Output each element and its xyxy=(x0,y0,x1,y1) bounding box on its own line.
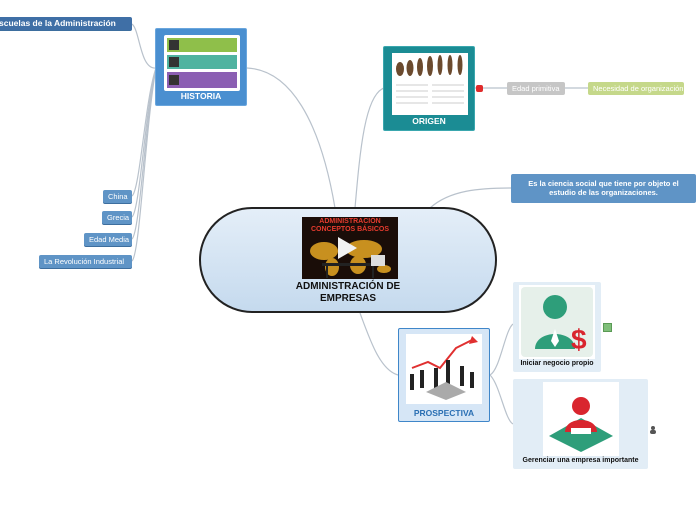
origen-label: ORIGEN xyxy=(412,116,446,126)
historia-thumb-row-2 xyxy=(167,55,237,69)
youtube-icon[interactable] xyxy=(476,85,483,92)
person-icon[interactable] xyxy=(650,421,656,434)
definition-line-1: Es la ciencia social que tiene por objet… xyxy=(528,179,679,188)
central-topic[interactable]: ADMINISTRACIÓN CONCEPTOS BÁSICOS ADMINIS… xyxy=(199,207,497,313)
connector-prospectiva xyxy=(359,312,399,376)
central-title: ADMINISTRACIÓN DE EMPRESAS xyxy=(295,281,401,304)
video-title: ADMINISTRACIÓN CONCEPTOS BÁSICOS xyxy=(310,218,390,233)
origen-thumbnail xyxy=(392,53,468,115)
prospectiva-node[interactable]: PROSPECTIVA xyxy=(398,328,490,422)
prospectiva-item-gerenciar[interactable]: Gerenciar una empresa importante xyxy=(513,379,648,469)
prospectiva-item-iniciar[interactable]: $ Iniciar negocio propio xyxy=(513,282,601,372)
historia-node[interactable]: HISTORIA xyxy=(155,28,247,106)
evolution-icon xyxy=(396,55,464,104)
prospectiva-label: PROSPECTIVA xyxy=(413,408,475,418)
historia-label: HISTORIA xyxy=(180,91,222,101)
svg-text:$: $ xyxy=(571,324,587,355)
origen-node[interactable]: ORIGEN xyxy=(383,46,475,131)
connector-china xyxy=(131,67,157,197)
video-thumbnail[interactable]: ADMINISTRACIÓN CONCEPTOS BÁSICOS xyxy=(302,217,398,279)
origen-item-edad-primitiva[interactable]: Edad primitiva xyxy=(507,82,565,95)
iniciar-thumbnail: $ xyxy=(519,285,595,359)
businessman-dollar-icon: $ xyxy=(521,287,593,357)
historia-item-revolucion-industrial[interactable]: La Revolución Industrial xyxy=(39,255,132,268)
manager-desk-icon xyxy=(549,397,613,452)
connector-escuelas xyxy=(131,23,157,69)
prospectiva-thumbnail xyxy=(406,334,482,404)
origen-item-necesidad[interactable]: Necesidad de organización xyxy=(588,82,684,95)
historia-thumbnail xyxy=(164,35,240,91)
historia-item-edad-media[interactable]: Edad Media xyxy=(84,233,132,246)
escuelas-label: scuelas de la Administración xyxy=(0,18,116,28)
historia-thumb-row-3 xyxy=(167,72,237,88)
connector-origen xyxy=(354,87,385,209)
play-icon[interactable] xyxy=(338,237,357,259)
historia-thumb-row-1 xyxy=(167,38,237,52)
business-growth-icon xyxy=(410,336,478,400)
historia-item-china[interactable]: China xyxy=(103,190,132,203)
iniciar-label: Iniciar negocio propio xyxy=(520,360,594,367)
historia-item-grecia[interactable]: Grecia xyxy=(102,211,132,224)
definition-node[interactable]: Es la ciencia social que tiene por objet… xyxy=(511,174,696,203)
definition-line-2: estudio de las organizaciones. xyxy=(549,188,658,197)
gerenciar-thumbnail xyxy=(543,382,619,456)
gerenciar-label: Gerenciar una empresa importante xyxy=(522,457,639,464)
connector-definition xyxy=(429,187,512,209)
connector-iniciar xyxy=(489,323,514,376)
image-icon[interactable] xyxy=(603,323,612,332)
connector-revolucion xyxy=(131,67,157,262)
connector-gerenciar xyxy=(489,374,514,425)
connector-historia xyxy=(246,67,336,209)
escuelas-node[interactable]: scuelas de la Administración xyxy=(0,17,132,30)
